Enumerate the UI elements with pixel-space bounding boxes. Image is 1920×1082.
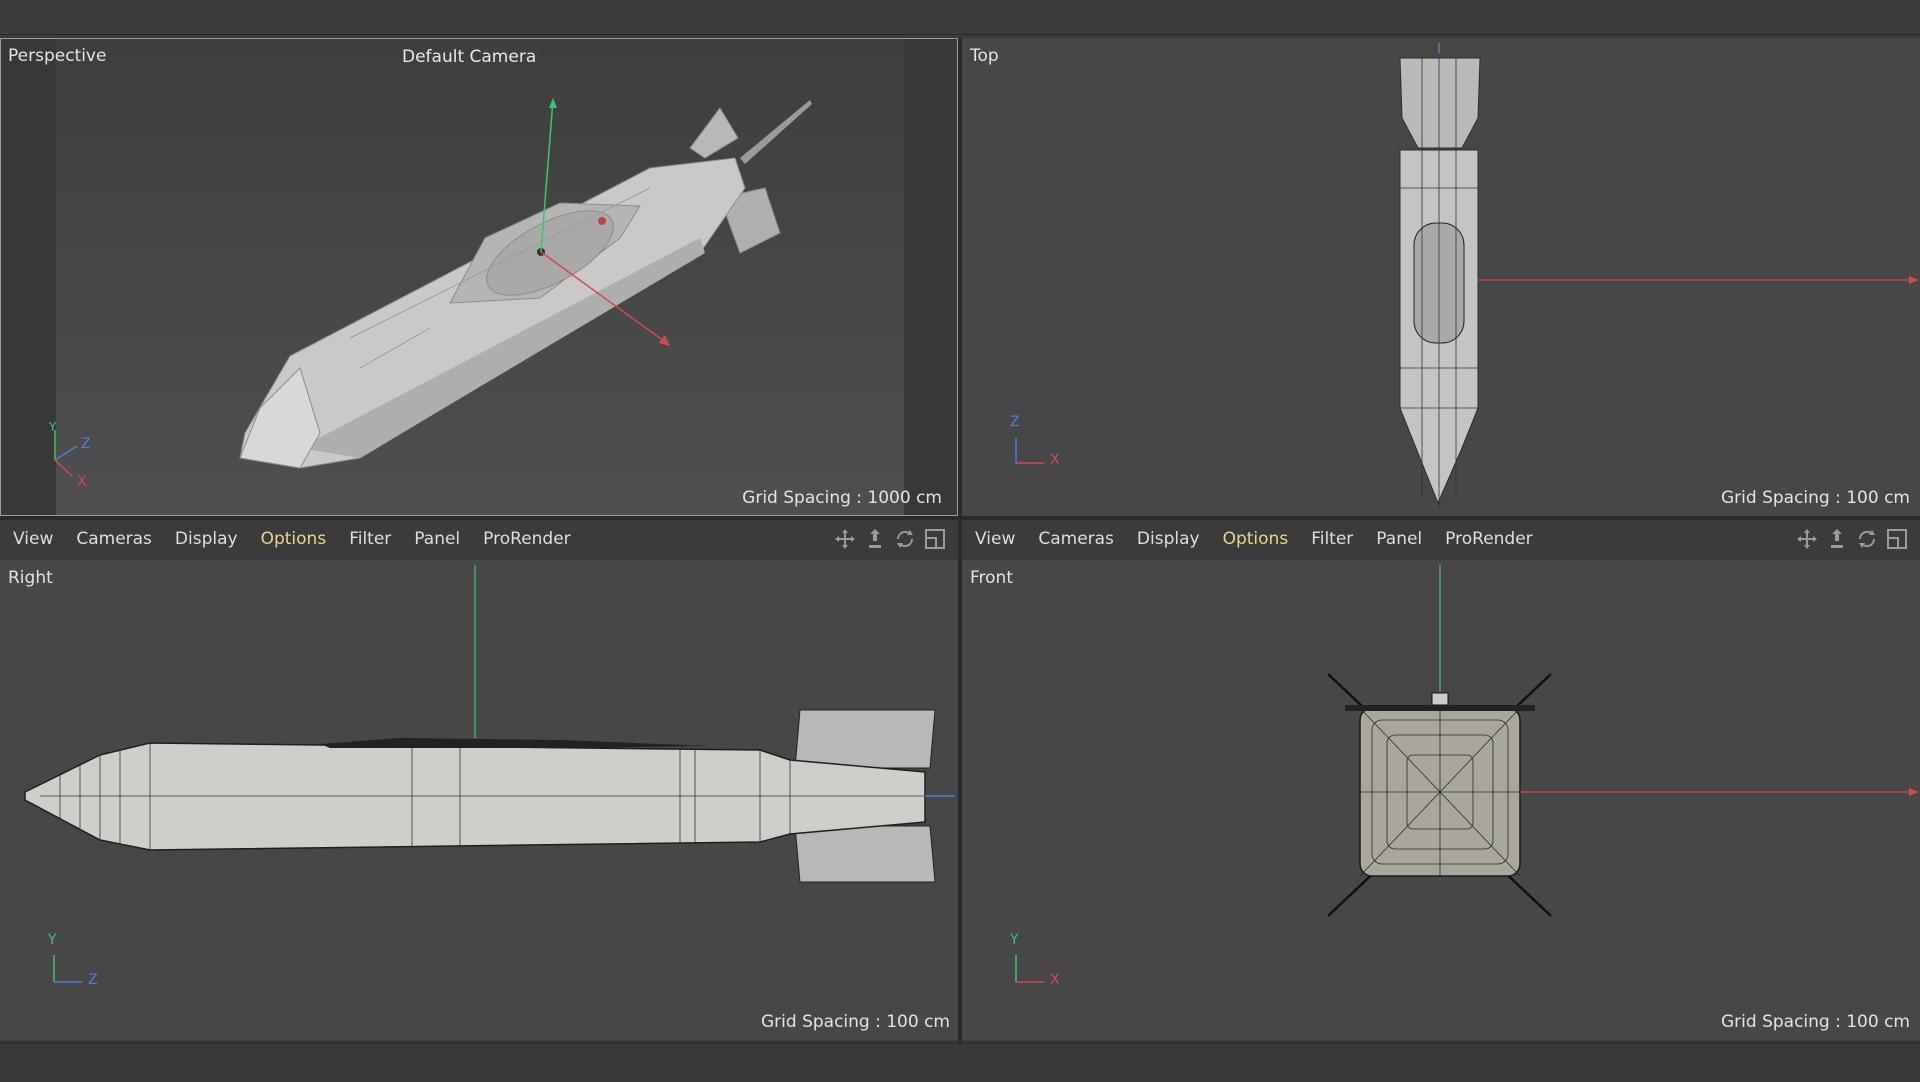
top-corner-z-label: Z [1010, 414, 1020, 430]
right-model-svg [24, 565, 955, 983]
right-viewport[interactable]: Right Y Z Grid Spacing : 100 cm [0, 560, 958, 1040]
pivot-point-2 [598, 217, 606, 225]
rotate-view-icon[interactable] [890, 524, 920, 554]
right-corner-y-label: Y [48, 932, 57, 948]
menu-view[interactable]: View [13, 529, 54, 549]
viewport-title-right: Right [8, 568, 53, 588]
grid-spacing-perspective: Grid Spacing : 1000 cm [742, 488, 942, 508]
menu-options[interactable]: Options [260, 529, 327, 549]
zoom-view-icon[interactable] [1822, 524, 1852, 554]
bottom-panel-strip [0, 1042, 1920, 1082]
grid-spacing-front: Grid Spacing : 100 cm [1720, 1012, 1910, 1032]
camera-label[interactable]: Default Camera [398, 46, 541, 68]
corner-z-label: Z [81, 436, 91, 452]
perspective-safe-frame-left [0, 38, 56, 516]
menu-prorender[interactable]: ProRender [483, 529, 571, 549]
move-view-icon[interactable] [1792, 524, 1822, 554]
right-fin-top [794, 709, 936, 769]
right-fin-bottom [794, 825, 936, 883]
panel-line-1 [349, 187, 651, 339]
menu-filter[interactable]: Filter [349, 529, 392, 549]
menu-panel[interactable]: Panel [1376, 529, 1423, 549]
rotate-view-icon[interactable] [1852, 524, 1882, 554]
tail-rod [740, 100, 812, 164]
grid-spacing-top: Grid Spacing : 100 cm [1720, 488, 1910, 508]
rear-fin-top [689, 107, 739, 159]
top-gizmo-x-arrow [1909, 276, 1919, 284]
corner-x-axis [54, 459, 73, 477]
perspective-safe-frame-right [904, 38, 958, 516]
gizmo-x-arrow [659, 335, 670, 346]
maximize-view-icon[interactable] [1882, 524, 1912, 554]
front-corner-x-label: X [1050, 972, 1060, 988]
right-wing-pod [320, 738, 710, 748]
perspective-viewport[interactable]: Perspective Default Camera Y Z X Grid Sp… [0, 38, 958, 516]
menu-prorender[interactable]: ProRender [1445, 529, 1533, 549]
maximize-view-icon[interactable] [920, 524, 950, 554]
perspective-viewport-pane: Perspective Default Camera Y Z X Grid Sp… [0, 38, 958, 516]
vertical-splitter[interactable] [958, 38, 962, 1042]
right-viewport-menubar: View Cameras Display Options Filter Pane… [0, 520, 958, 558]
corner-x-label: X [77, 474, 87, 490]
right-viewport-pane: View Cameras Display Options Filter Pane… [0, 520, 958, 1040]
move-view-icon[interactable] [830, 524, 860, 554]
gizmo-y-arrow [549, 98, 557, 108]
bomb-nose [239, 367, 321, 469]
top-model-svg [1015, 43, 1919, 508]
front-lug [1431, 692, 1449, 706]
corner-z-axis [54, 445, 78, 461]
wing-pod-center [486, 210, 614, 296]
top-viewport-pane: Top Z X Grid Spacing : 100 cm [962, 38, 1920, 516]
menu-options[interactable]: Options [1222, 529, 1289, 549]
rear-fin-side [719, 187, 781, 254]
panel-line-2 [359, 327, 431, 369]
front-top-bracket [1345, 705, 1535, 711]
menu-display[interactable]: Display [1136, 529, 1200, 549]
front-viewport-pane: View Cameras Display Options Filter Pane… [962, 520, 1920, 1040]
gizmo-x-axis [540, 251, 669, 345]
menu-filter[interactable]: Filter [1311, 529, 1354, 549]
perspective-model-svg [54, 98, 812, 477]
menu-display[interactable]: Display [174, 529, 238, 549]
viewport-title-front: Front [970, 568, 1013, 588]
front-corner-y-label: Y [1010, 932, 1019, 948]
top-fins [1399, 57, 1481, 149]
front-body-mesh [1359, 707, 1521, 877]
top-corner-x-label: X [1050, 452, 1060, 468]
bomb-body-shade [300, 238, 705, 458]
menu-cameras[interactable]: Cameras [76, 529, 152, 549]
right-body-lines [40, 743, 925, 850]
viewport-title-top: Top [970, 46, 999, 66]
top-toolbar-strip [0, 0, 1920, 35]
right-corner-z-label: Z [88, 972, 98, 988]
horizontal-splitter[interactable] [0, 516, 1920, 520]
front-viewport[interactable]: Front Y X Grid Spacing : 100 cm [962, 560, 1920, 1040]
front-viewport-nav-icons [1792, 520, 1912, 558]
menu-view[interactable]: View [975, 529, 1016, 549]
menu-panel[interactable]: Panel [414, 529, 461, 549]
corner-y-label: Y [49, 420, 57, 434]
front-viewport-menubar: View Cameras Display Options Filter Pane… [962, 520, 1920, 558]
zoom-view-icon[interactable] [860, 524, 890, 554]
front-gizmo-x-arrow [1909, 788, 1919, 796]
viewport-title-perspective: Perspective [8, 46, 107, 66]
front-model-svg [1015, 565, 1919, 983]
right-viewport-nav-icons [830, 520, 950, 558]
gizmo-y-axis [540, 99, 554, 253]
menu-cameras[interactable]: Cameras [1038, 529, 1114, 549]
top-viewport[interactable]: Top Z X Grid Spacing : 100 cm [962, 38, 1920, 516]
grid-spacing-right: Grid Spacing : 100 cm [760, 1012, 950, 1032]
